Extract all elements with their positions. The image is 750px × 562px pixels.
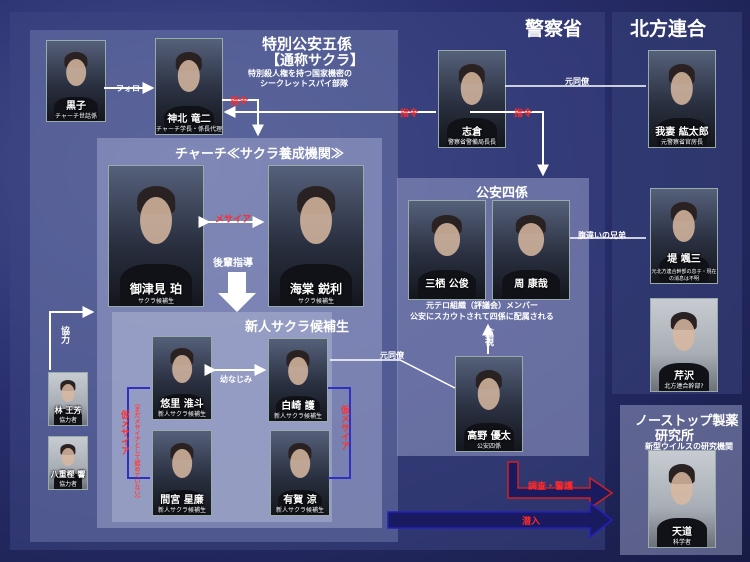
- label-kohai: 後輩指導: [213, 258, 253, 269]
- label-kari-mesaia-right: 仮メサイア: [339, 405, 349, 450]
- label-motodoryo-1: 元同僚: [565, 76, 589, 86]
- label-shirei-3: 指令: [514, 109, 533, 119]
- police-title: 警察省: [525, 18, 583, 40]
- kamikita-church-arrow: [222, 99, 264, 137]
- label-shirei-2: 指令: [400, 109, 419, 119]
- nonstop-desc: 新型ウイルスの研究機関: [645, 441, 733, 451]
- label-osananajimi: 幼なじみ: [220, 374, 252, 384]
- nonstop-title-2: 研究所: [655, 429, 695, 444]
- portrait-hayashi: 林 王芳協力者: [48, 372, 88, 426]
- kohai-arrow: [218, 272, 256, 312]
- portrait-yuri: 悠里 淮斗新人サクラ候補生: [152, 336, 212, 420]
- nonstop-title-1: ノーストップ製薬: [635, 414, 739, 429]
- label-follow: フォロー: [116, 83, 148, 93]
- label-haraigai: 腹違いの兄弟: [578, 230, 626, 240]
- portrait-mitsumune: 三栖 公俊: [408, 200, 486, 300]
- new-candidates-title: 新人サクラ候補生: [245, 320, 350, 335]
- shiokura-kouan4-arrow: [470, 111, 549, 177]
- chosa-arrow: [507, 461, 614, 510]
- label-motodoryo-2: 元同僚: [380, 350, 404, 360]
- portrait-gatsuma: 我妻 紘太郎元警察省官房長: [648, 50, 716, 148]
- label-chosa: 調査・警護: [528, 482, 574, 492]
- kouan5-title: 特別公安五係: [262, 35, 353, 53]
- kari-mesaia-left-line: [127, 387, 150, 479]
- label-mesaia: メサイア: [215, 215, 252, 225]
- portrait-yaegaki: 八重樫 響協力者: [48, 436, 88, 490]
- portrait-takano: 高野 優太公安四係: [455, 356, 523, 452]
- portrait-amane: 周 康哉: [492, 200, 570, 300]
- portrait-shiokura: 志倉警察省警備局長長: [438, 50, 506, 148]
- label-shirei-1: 指令: [230, 97, 249, 107]
- portrait-mitsumi: 御津見 珀サクラ候補生: [108, 165, 204, 307]
- label-kyoryoku: 協力: [59, 326, 69, 344]
- label-kari-note: （まだメサイアとして認めていない）: [133, 400, 140, 502]
- portrait-shirasaki: 白崎 護新人サクラ候補生: [268, 338, 328, 422]
- label-kansi: 監視: [483, 328, 493, 346]
- kyoryoku-arrow: [49, 306, 95, 370]
- sennyu-arrow: [387, 501, 614, 539]
- portrait-aruga: 有賀 涼新人サクラ候補生: [270, 430, 330, 516]
- kouan5-desc-1: 特別殺人権を持つ国家機密の: [248, 68, 352, 78]
- portrait-amamichi: 天道科学者: [648, 450, 716, 548]
- label-kari-mesaia-left: 仮メサイア: [119, 410, 129, 455]
- portrait-kamikita: 神北 竜二チャーチ学長・係長代理: [155, 38, 223, 135]
- portrait-mamiya: 間宮 星廉新人サクラ候補生: [152, 430, 212, 516]
- label-sennyu: 潜入: [522, 517, 541, 527]
- kouan4-desc-1: 元テロ組織（評議会）メンバー: [426, 300, 538, 310]
- portrait-kuroko: 黒子チャーチ世話係: [46, 40, 106, 122]
- portrait-seri: 芹沢北方連合幹部?: [650, 298, 718, 392]
- portrait-tsutsumi: 堤 颯三元北方連合幹部の息子・現在の消息は不明: [650, 188, 718, 284]
- kari-mesaia-right-line: [328, 387, 351, 479]
- church-title: チャーチ≪サクラ養成機関≫: [175, 147, 344, 162]
- kouan5-desc-2: シークレットスパイ部隊: [260, 78, 348, 88]
- portrait-kaido: 海棠 鋭利サクラ候補生: [268, 165, 364, 307]
- kouan4-desc-2: 公安にスカウトされて四係に配属される: [410, 311, 554, 321]
- takano-shirasaki-line: [330, 359, 456, 389]
- kouan5-subtitle: 【通称サクラ】: [266, 53, 364, 69]
- hoppo-title: 北方連合: [630, 18, 707, 40]
- kouan4-title: 公安四係: [476, 186, 529, 201]
